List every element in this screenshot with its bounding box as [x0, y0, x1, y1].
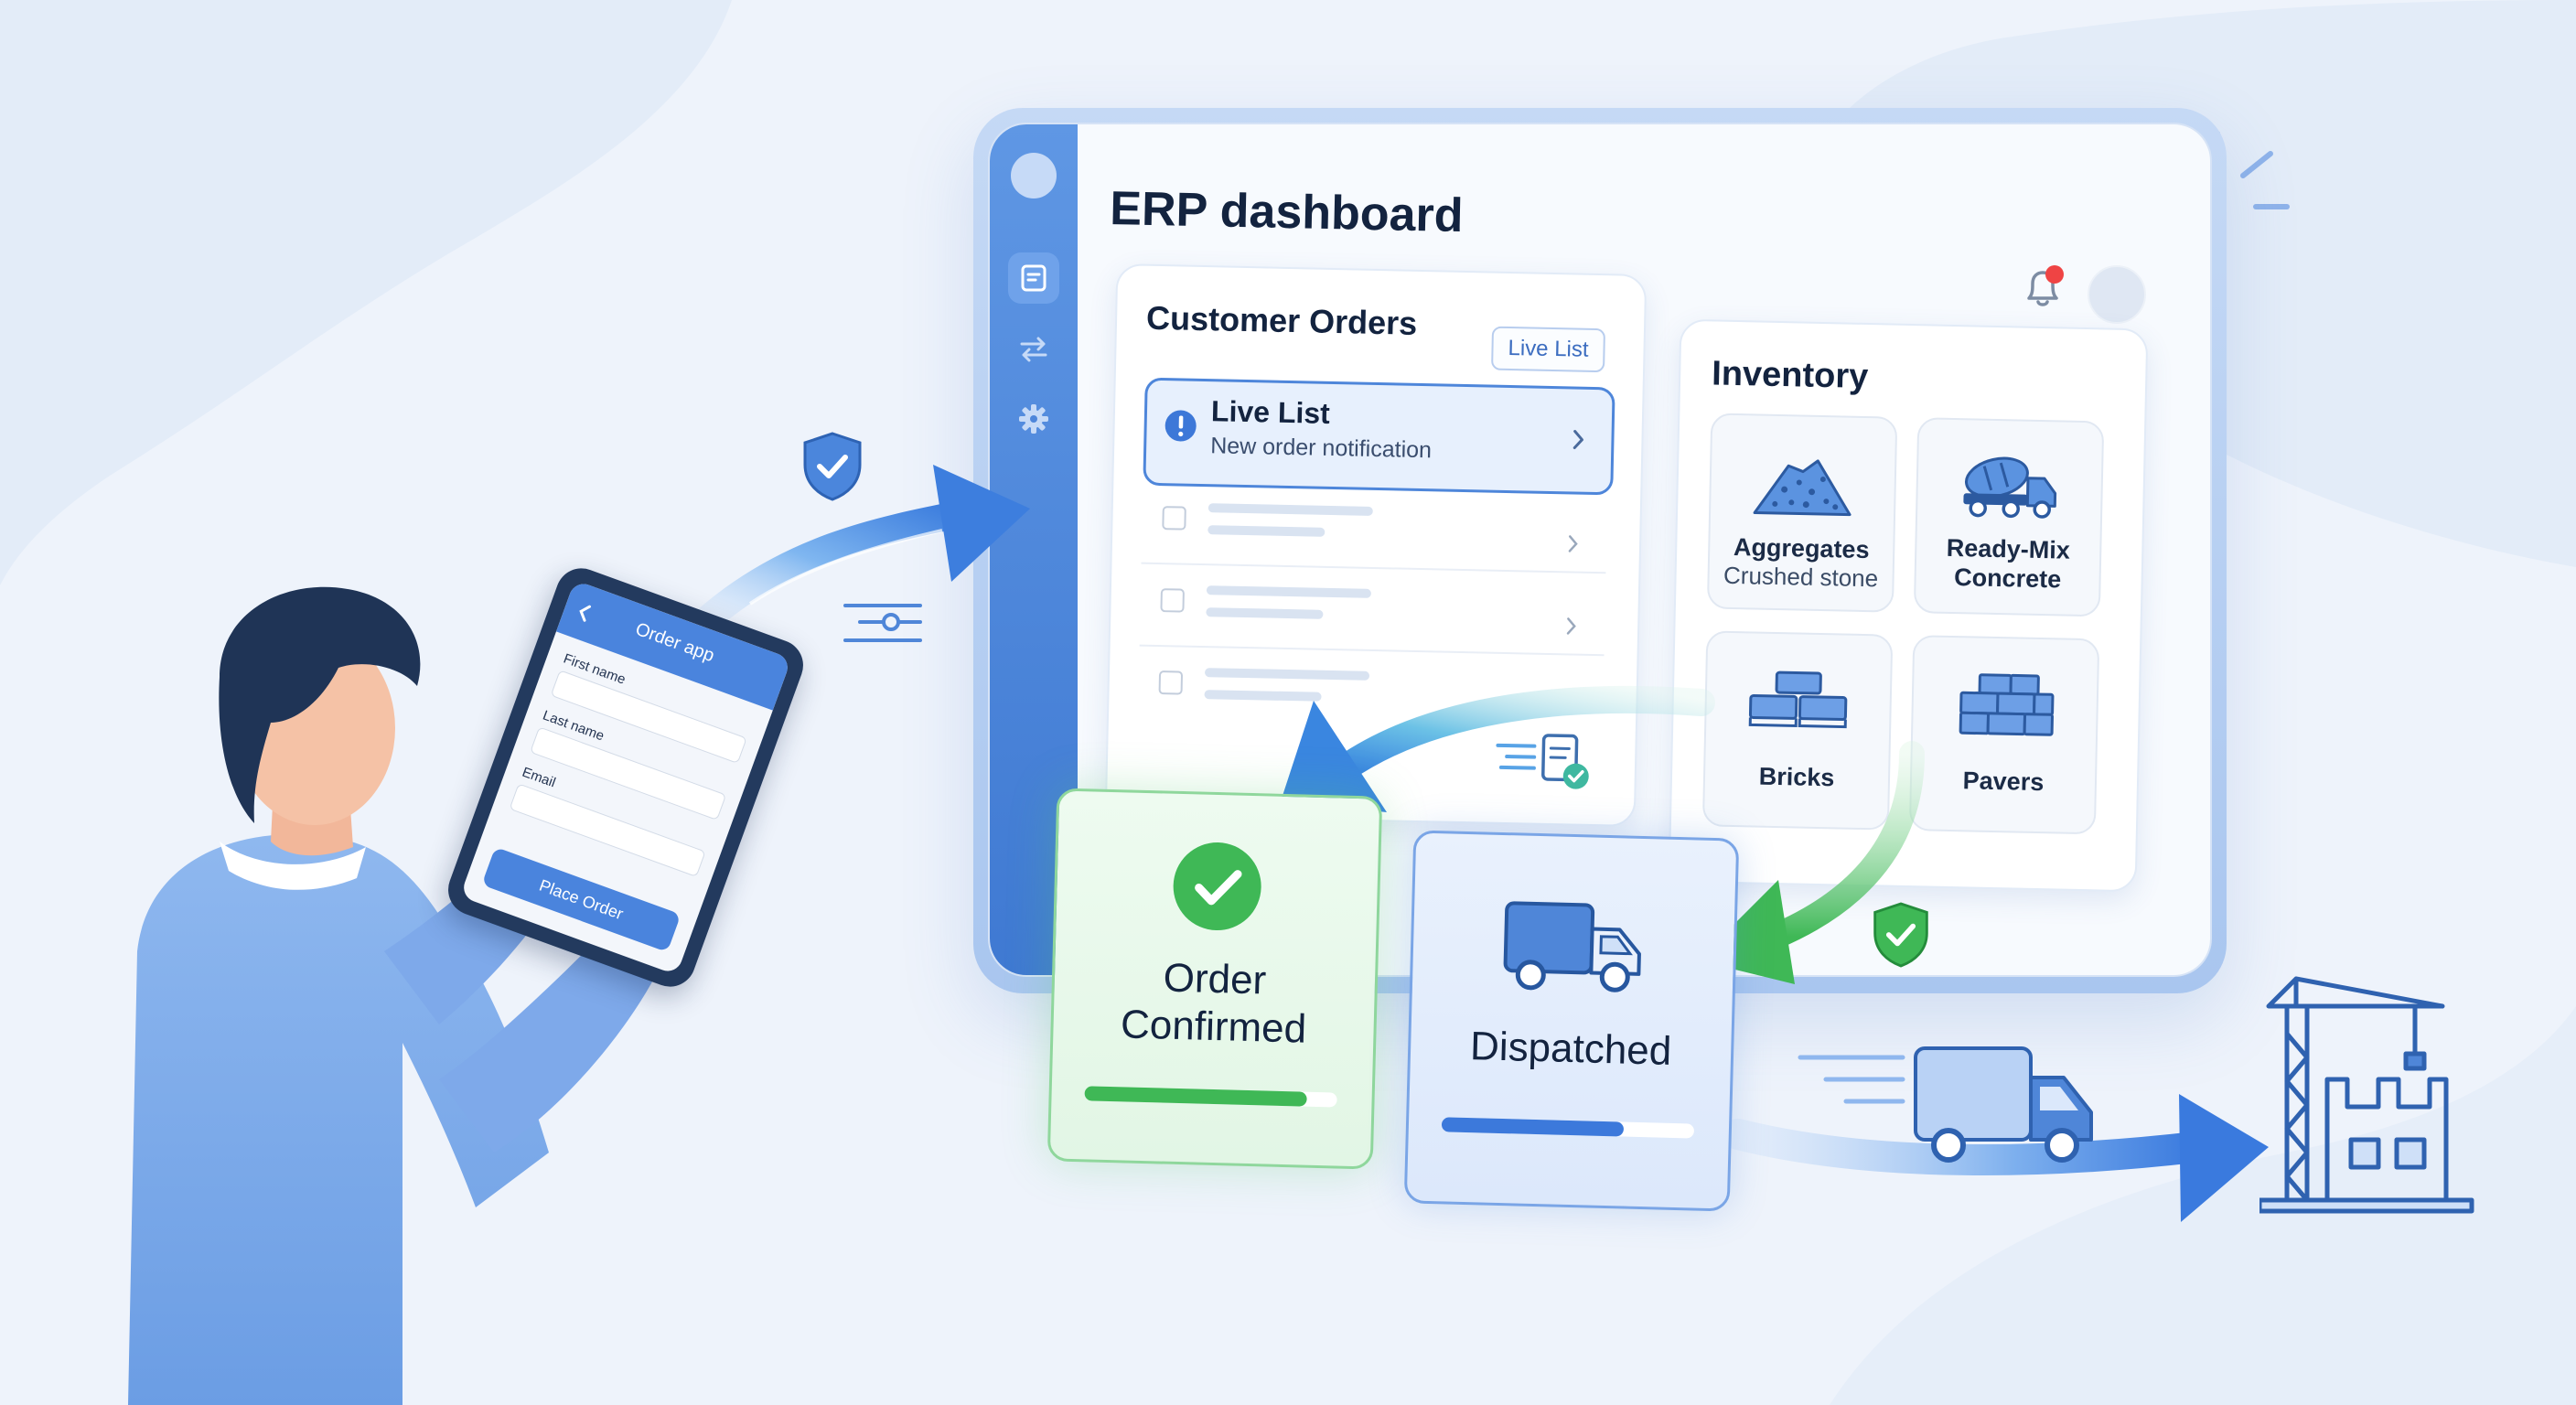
order-confirmed-card[interactable]: Order Confirmed: [1046, 788, 1383, 1170]
dispatched-label: Dispatched: [1469, 1024, 1672, 1074]
checklist-done-icon: [1496, 734, 1589, 789]
inventory-item-subtitle: Crushed stone: [1723, 561, 1879, 593]
placeholder-line: [1204, 690, 1322, 702]
row-checkbox[interactable]: [1160, 588, 1185, 613]
customer-orders-card: Customer Orders Live List Live List New …: [1104, 263, 1648, 828]
tablet-screen: Order app First name Last name Email Pla…: [459, 580, 792, 975]
gravel-pile-icon: [1753, 459, 1852, 517]
live-list-badge[interactable]: Live List: [1491, 326, 1606, 373]
inventory-item-name: Pavers: [1962, 767, 2045, 797]
inventory-title: Inventory: [1711, 354, 1869, 397]
order-list-item[interactable]: [1138, 654, 1605, 737]
order-confirmed-progress-fill: [1084, 1086, 1307, 1107]
orders-icon[interactable]: [1008, 252, 1059, 304]
page-title: ERP dashboard: [1109, 181, 1465, 243]
notification-bell-icon[interactable]: [2016, 262, 2069, 315]
order-confirmed-progress: [1084, 1086, 1337, 1108]
row-checkbox[interactable]: [1162, 506, 1186, 531]
order-confirmed-label-line1: Order: [1163, 955, 1267, 1003]
circle-logo-icon[interactable]: [1008, 150, 1059, 201]
concrete-mixer-truck-icon: [1963, 456, 2057, 519]
notification-title: Live List: [1210, 394, 1331, 430]
placeholder-line: [1206, 607, 1324, 619]
inventory-item-name: Ready-Mix Concrete: [1946, 533, 2071, 594]
chevron-right-icon: [1566, 617, 1576, 635]
dispatched-progress: [1441, 1117, 1695, 1139]
delivery-truck-icon: [1914, 1046, 2093, 1163]
inventory-card: Inventory Aggregates Crushed stone Ready…: [1668, 318, 2149, 893]
inventory-item-aggregates[interactable]: Aggregates Crushed stone: [1706, 413, 1898, 613]
chevron-right-icon: [1572, 430, 1583, 450]
order-list-item[interactable]: [1141, 488, 1608, 574]
delivery-truck-icon: [1503, 901, 1641, 992]
notification-subtitle: New order notification: [1209, 433, 1433, 464]
security-shield-icon: [803, 432, 862, 501]
placeholder-line: [1204, 668, 1370, 681]
inventory-item-pavers[interactable]: Pavers: [1908, 635, 2100, 835]
back-chevron-icon[interactable]: [572, 599, 596, 626]
customer-orders-title: Customer Orders: [1145, 298, 1418, 342]
new-order-notification-row[interactable]: Live List New order notification: [1143, 377, 1615, 496]
order-confirmed-label-line2: Confirmed: [1120, 1002, 1307, 1052]
dispatched-progress-fill: [1441, 1117, 1624, 1137]
chevron-right-icon: [1568, 535, 1578, 552]
placeholder-line: [1208, 503, 1373, 516]
row-checkbox[interactable]: [1158, 670, 1184, 695]
tablet-device: Order app First name Last name Email Pla…: [441, 561, 810, 994]
order-list-item[interactable]: [1139, 571, 1606, 657]
verified-shield-icon: [1873, 902, 1928, 968]
transfer-icon[interactable]: [1008, 324, 1059, 375]
bricks-icon: [1748, 670, 1848, 729]
inventory-item-ready-mix-concrete[interactable]: Ready-Mix Concrete: [1913, 417, 2105, 617]
inventory-item-name: Bricks: [1758, 762, 1835, 792]
tablet-app-header: Order app: [556, 580, 792, 711]
construction-site-crane-icon: [2259, 976, 2474, 1214]
placeholder-line: [1206, 585, 1371, 598]
dispatched-card[interactable]: Dispatched: [1403, 830, 1740, 1212]
alert-info-icon: [1165, 410, 1197, 442]
placeholder-line: [1208, 525, 1326, 537]
pavers-icon: [1959, 673, 2055, 736]
user-avatar[interactable]: [2088, 265, 2146, 324]
settings-gear-icon[interactable]: [1008, 393, 1059, 445]
person-illustration: [128, 586, 672, 1405]
inventory-item-bricks[interactable]: Bricks: [1701, 630, 1894, 831]
check-circle-icon: [1173, 842, 1261, 931]
inventory-item-name: Aggregates: [1733, 532, 1870, 564]
